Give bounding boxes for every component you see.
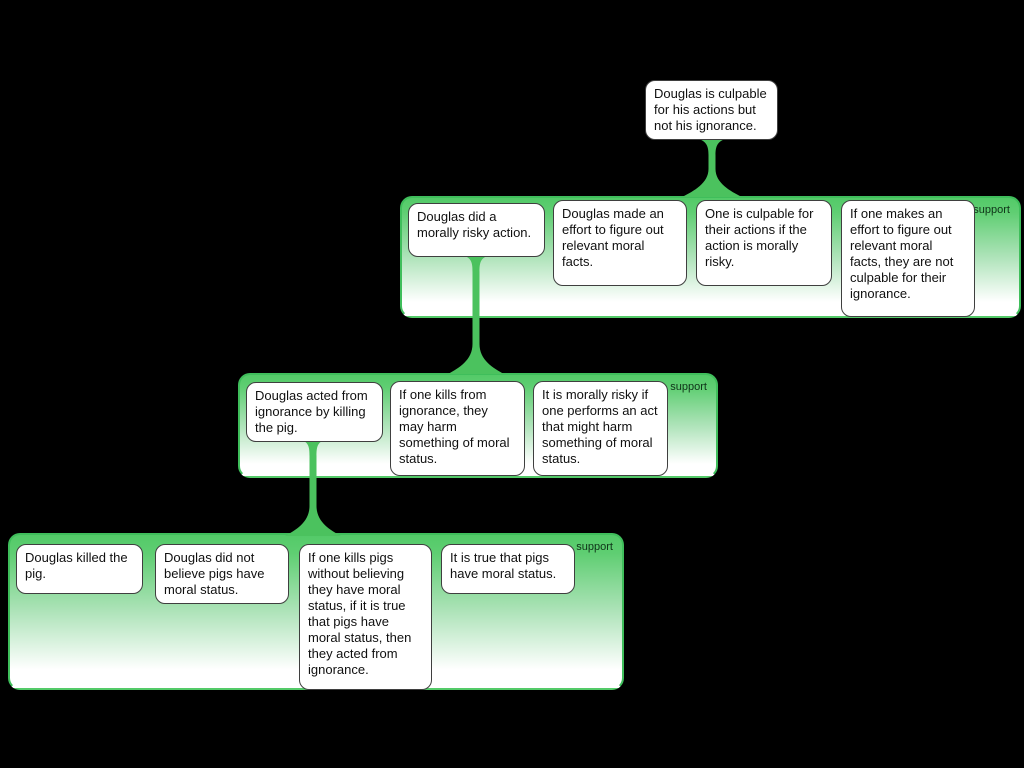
connector-shape [448, 256, 504, 374]
support-connector-group2-to-group3[interactable] [283, 440, 343, 536]
support-group-2-label: support [670, 381, 707, 393]
support-connector-group1-to-group2[interactable] [446, 256, 506, 374]
claim-box-g1-4[interactable]: If one makes an effort to figure out rel… [841, 200, 975, 317]
claim-box-g2-3[interactable]: It is morally risky if one performs an a… [533, 381, 668, 476]
support-connector-root-to-group1[interactable] [680, 139, 744, 197]
support-group-3-label: support [576, 541, 613, 553]
claim-box-g3-2[interactable]: Douglas did not believe pigs have moral … [155, 544, 289, 604]
connector-shape [682, 139, 742, 197]
claim-box-g1-1[interactable]: Douglas did a morally risky action. [408, 203, 545, 257]
support-group-1-label: support [973, 204, 1010, 216]
claim-box-g1-2[interactable]: Douglas made an effort to figure out rel… [553, 200, 687, 286]
claim-box-g2-2[interactable]: If one kills from ignorance, they may ha… [390, 381, 525, 476]
claim-box-g3-4[interactable]: It is true that pigs have moral status. [441, 544, 575, 594]
claim-box-g3-3[interactable]: If one kills pigs without believing they… [299, 544, 432, 690]
claim-box-g1-3[interactable]: One is culpable for their actions if the… [696, 200, 832, 286]
claim-box-g2-1[interactable]: Douglas acted from ignorance by killing … [246, 382, 383, 442]
claim-box-g3-1[interactable]: Douglas killed the pig. [16, 544, 143, 594]
connector-shape [285, 440, 341, 536]
claim-box-root[interactable]: Douglas is culpable for his actions but … [645, 80, 778, 140]
